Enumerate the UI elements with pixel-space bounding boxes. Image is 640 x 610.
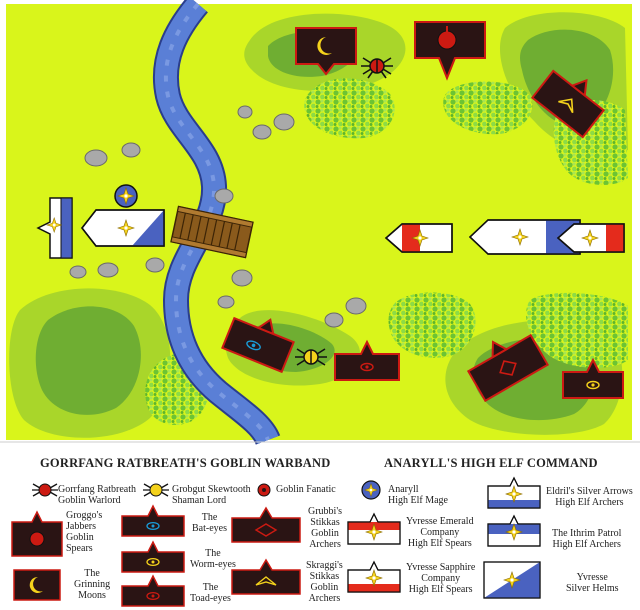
legend-bateyes-unit bbox=[121, 504, 185, 537]
legend-ithrim-unit bbox=[487, 514, 541, 547]
star-compass-icon-mage-map[interactable] bbox=[114, 184, 138, 208]
forest-top-right bbox=[443, 81, 533, 135]
forest-bottom-right bbox=[526, 292, 628, 368]
wooden-bridge-icon bbox=[170, 205, 254, 259]
forest-bottom-center bbox=[388, 292, 476, 358]
rocks bbox=[69, 105, 367, 328]
unit-elf-silver-helms[interactable] bbox=[81, 209, 165, 247]
unit-goblin-grinning-moons[interactable] bbox=[295, 27, 357, 76]
unit-goblin-jabbers[interactable] bbox=[414, 21, 486, 81]
hill-bottom-left bbox=[9, 288, 171, 438]
legend-shaman-icon bbox=[143, 483, 169, 497]
legend-wormeyes-unit bbox=[121, 540, 185, 573]
forest-top bbox=[304, 78, 395, 139]
unit-elf-emerald-company[interactable] bbox=[384, 223, 453, 253]
goblin-legend-title: GORRFANG RATBREATH'S GOBLIN WARBAND bbox=[40, 456, 331, 470]
spider-icon-warlord-map[interactable] bbox=[361, 57, 393, 79]
legend-mage-icon bbox=[361, 480, 381, 500]
unit-elf-sapphire-company[interactable] bbox=[556, 223, 625, 253]
unit-goblin-skraggi-archers[interactable] bbox=[530, 61, 611, 139]
unit-goblin-bateyes[interactable] bbox=[221, 307, 298, 374]
legend-warlord-icon bbox=[32, 483, 58, 497]
unit-goblin-toadeyes[interactable] bbox=[334, 339, 400, 381]
legend-jabbers-unit bbox=[11, 510, 63, 557]
legend-skraggi-unit bbox=[231, 558, 301, 595]
unit-elf-silver-arrows[interactable] bbox=[36, 197, 73, 259]
label-fanatic: Goblin Fanatic bbox=[276, 484, 336, 495]
elf-legend-title: ANARYLL'S HIGH ELF COMMAND bbox=[384, 456, 598, 470]
crescent-moon-icon bbox=[317, 37, 332, 55]
legend-silverhelms-unit bbox=[483, 561, 541, 599]
legend-grinning-unit bbox=[13, 569, 61, 601]
unit-goblin-grubbi-archers[interactable] bbox=[462, 324, 550, 403]
legend-sapphire-unit bbox=[347, 560, 401, 593]
unit-goblin-wormeyes[interactable] bbox=[562, 357, 624, 399]
legend-toadeyes-unit bbox=[121, 574, 185, 607]
legend-silverarrows-unit bbox=[487, 476, 541, 509]
spider-icon-shaman-map[interactable] bbox=[295, 348, 327, 366]
legend-grubbi-unit bbox=[231, 506, 301, 543]
legend-fanatic-icon bbox=[257, 483, 271, 497]
legend-emerald-unit bbox=[347, 512, 401, 545]
